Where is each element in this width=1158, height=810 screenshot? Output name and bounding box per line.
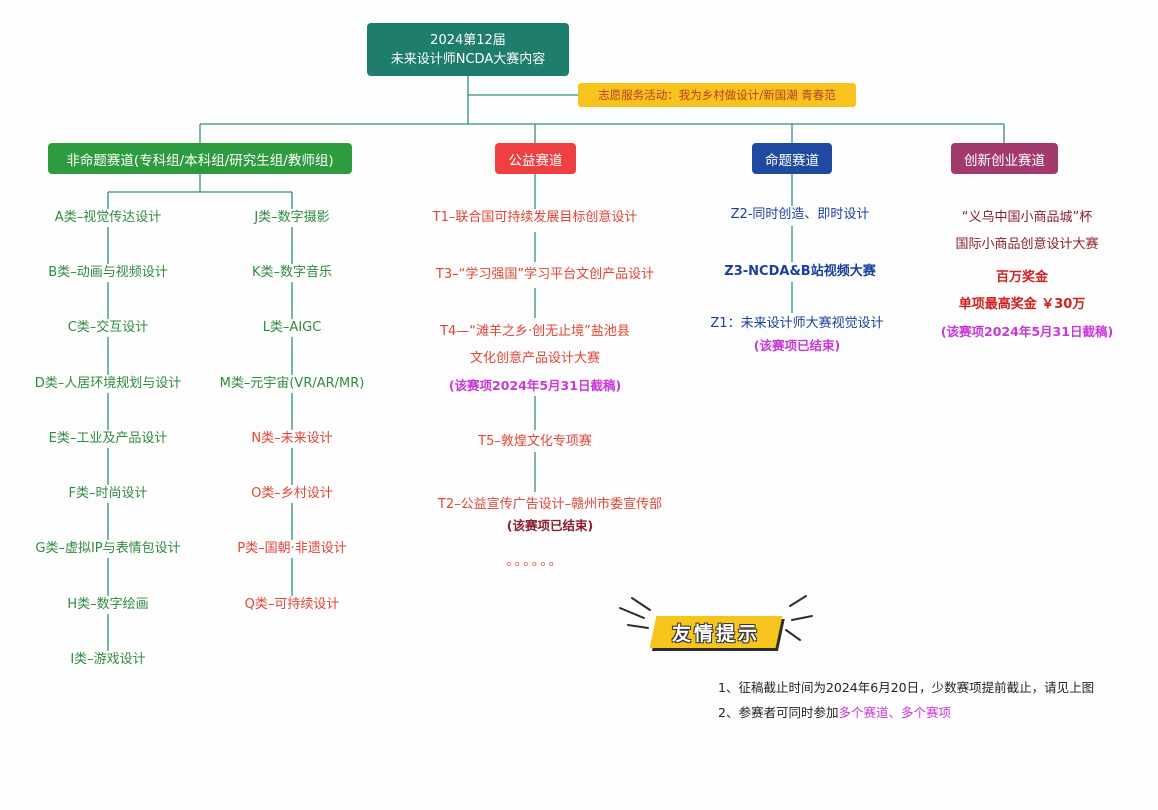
innovation-prize-top: 单项最高奖金 ￥30万	[956, 296, 1089, 314]
track-a: A类–视觉传达设计	[52, 209, 164, 227]
track-e: E类–工业及产品设计	[46, 430, 171, 448]
tip-note-2: 2、参赛者可同时参加多个赛道、多个赛项	[718, 702, 951, 721]
root-title-line2: 未来设计师NCDA大赛内容	[391, 50, 545, 69]
track-t3: T3–“学习强国”学习平台文创产品设计	[433, 266, 657, 284]
track-i: I类–游戏设计	[67, 651, 148, 669]
root-node: 2024第12届 未来设计师NCDA大赛内容	[367, 23, 569, 76]
track-l: L类–AIGC	[260, 319, 325, 337]
category-non-proposition: 非命题赛道(专科组/本科组/研究生组/教师组)	[48, 143, 352, 174]
category-public-welfare: 公益赛道	[495, 143, 576, 174]
track-f: F类–时尚设计	[66, 485, 151, 503]
tip-note-2-highlight: 多个赛道、多个赛项	[838, 705, 951, 720]
track-z2: Z2-同时创造、即时设计	[728, 206, 873, 224]
track-t5: T5–敦煌文化专项赛	[475, 433, 595, 451]
tips-banner: 友情提示	[653, 616, 779, 648]
tip-note-1: 1、征稿截止时间为2024年6月20日，少数赛项提前截止，请见上图	[718, 677, 1094, 696]
track-c: C类–交互设计	[65, 319, 152, 337]
track-t2: T2–公益宣传广告设计–赣州市委宣传部	[435, 496, 665, 514]
track-b: B类–动画与视频设计	[45, 264, 170, 282]
track-t2-ended: (该赛项已结束)	[504, 517, 596, 535]
category-proposition: 命题赛道	[752, 143, 832, 174]
track-k: K类–数字音乐	[249, 264, 335, 282]
track-p: P类–国朝·非遗设计	[234, 540, 349, 558]
track-z1: Z1：未来设计师大赛视觉设计	[707, 315, 886, 333]
tip-note-2-prefix: 2、参赛者可同时参加	[718, 705, 838, 720]
track-o: O类–乡村设计	[248, 485, 336, 503]
track-t4-line2: 文化创意产品设计大赛	[467, 350, 603, 368]
track-m: M类–元宇宙(VR/AR/MR)	[217, 375, 368, 393]
track-z1-ended: (该赛项已结束)	[751, 337, 843, 355]
track-d: D类–人居环境规划与设计	[32, 375, 185, 393]
track-g: G类–虚拟IP与表情包设计	[32, 540, 183, 558]
track-t4: T4—“滩羊之乡·创无止境”盐池县	[437, 323, 633, 341]
track-n: N类–未来设计	[248, 430, 335, 448]
innovation-title-line2: 国际小商品创意设计大赛	[952, 236, 1101, 254]
track-t1: T1–联合国可持续发展目标创意设计	[430, 209, 641, 227]
innovation-prize-total: 百万奖金	[993, 269, 1051, 287]
innovation-title-line1: “义乌中国小商品城”杯	[959, 209, 1095, 227]
track-q: Q类–可持续设计	[242, 596, 343, 614]
track-z3: Z3-NCDA&B站视频大赛	[721, 263, 878, 281]
innovation-deadline: (该赛项2024年5月31日截稿)	[938, 323, 1116, 341]
volunteer-activity-tag: 志愿服务活动：我为乡村做设计/新国潮 青春范	[578, 83, 856, 107]
more-ellipsis: 。。。。。。	[503, 553, 567, 571]
track-h: H类–数字绘画	[64, 596, 151, 614]
category-innovation: 创新创业赛道	[951, 143, 1058, 174]
track-t4-deadline: (该赛项2024年5月31日截稿)	[446, 377, 624, 395]
track-j: J类–数字摄影	[251, 209, 332, 227]
root-title-line1: 2024第12届	[430, 31, 506, 50]
